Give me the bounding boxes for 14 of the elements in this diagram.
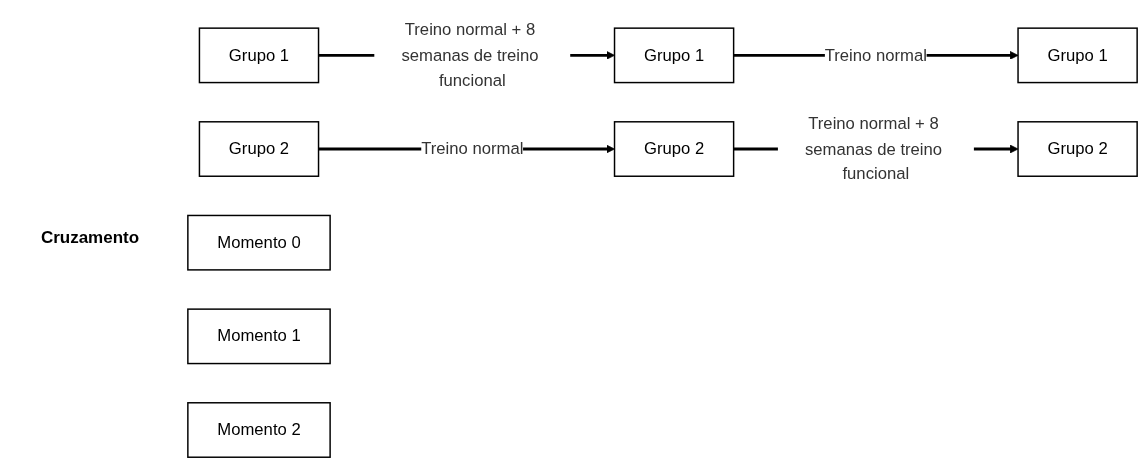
edge-label: Treino normal [824,45,927,65]
edge-label: Treino normal + 8 semanas de treino funcional [401,20,539,90]
node-box: Grupo 1 [1017,27,1138,84]
node-box: Momento 1 [187,308,331,365]
node-box: Grupo 1 [613,27,735,84]
node-box: Momento 2 [187,402,331,458]
edge-label: Treino normal + 8 semanas de treino funcional [804,114,943,184]
edge-label: Treino normal [421,139,524,159]
node-box: Grupo 1 [198,27,320,84]
note-text: Cruzamento [39,227,141,248]
node-box: Grupo 2 [1017,121,1138,177]
node-box: Momento 0 [187,214,331,271]
node-box: Grupo 2 [198,121,320,177]
node-box: Grupo 2 [613,121,735,177]
